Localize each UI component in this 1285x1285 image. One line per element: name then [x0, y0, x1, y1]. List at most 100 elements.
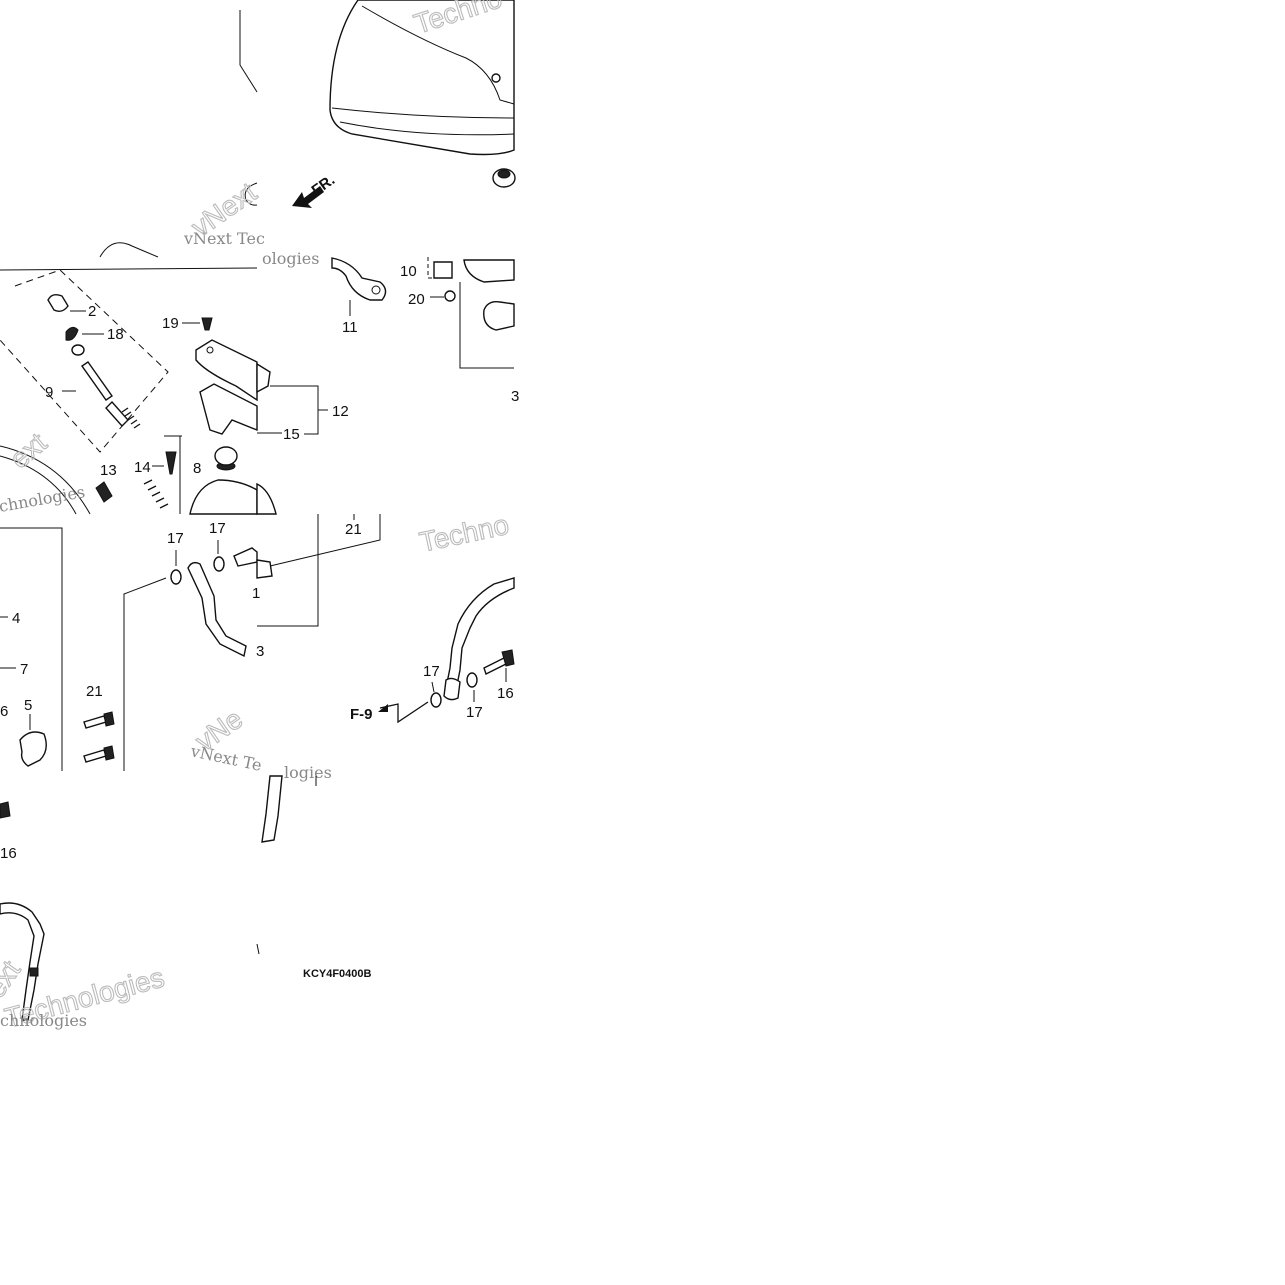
bleeder-part [95, 481, 113, 503]
callout-9: 9 [45, 384, 53, 401]
outline-line [239, 10, 258, 93]
pivot-bolt-part [165, 451, 177, 475]
switch-part [433, 261, 453, 279]
assembly-frame-line [0, 267, 258, 271]
watermark-text: Techno [417, 509, 512, 558]
spring-part [121, 407, 141, 429]
callout-13: 13 [100, 462, 117, 479]
callout-1: 1 [252, 585, 260, 602]
cowl-outline [99, 242, 159, 258]
callout-21: 21 [86, 683, 103, 700]
tile-middle-right: ologies 11 10 20 3 12 15 [256, 249, 519, 515]
cowl-edge-line [339, 121, 515, 136]
reference-arrow-icon [378, 704, 388, 712]
master-cylinder-body [189, 479, 258, 515]
brake-hose-part [445, 577, 515, 691]
tile-lower-right: logies KCY4F0400B [256, 763, 372, 980]
hose-frame-line [123, 577, 167, 771]
callout-10: 10 [400, 263, 417, 280]
bolt-part [83, 749, 107, 763]
callout-17: 17 [466, 704, 483, 721]
callout-21: 21 [345, 521, 362, 538]
front-direction-arrow-icon [292, 186, 324, 208]
outline-line [256, 943, 260, 955]
push-rod-part [81, 361, 113, 401]
callout-7: 7 [20, 661, 28, 678]
callout-8: 8 [193, 460, 201, 477]
watermark-text: ext [0, 955, 26, 1004]
leader-line [431, 681, 435, 693]
bolt-part [483, 657, 507, 675]
bolt-head [0, 801, 11, 819]
bolt-head [103, 711, 115, 727]
watermark-text: chnologies [0, 482, 86, 516]
grommet-top [497, 169, 511, 179]
reference-label: F-9 [350, 706, 373, 723]
callout-16: 16 [497, 685, 514, 702]
callout-17: 17 [423, 663, 440, 680]
tile-bottom-right: 1 3 21 Techno 17 17 16 F-9 [252, 508, 515, 724]
washer-part [170, 569, 182, 585]
lever-pivot [371, 285, 381, 295]
callout-3: 3 [511, 388, 519, 405]
washer-part [430, 692, 442, 708]
brake-hose-part [261, 775, 283, 843]
washer-part [466, 672, 478, 688]
watermark-text: ext [4, 427, 53, 475]
reservoir-cap-part [256, 362, 271, 394]
brake-hose-part [0, 902, 45, 1021]
watermark-text: logies [284, 763, 332, 782]
mirror-outline [0, 445, 91, 515]
bracket-arc [244, 182, 258, 206]
drawing-code: KCY4F0400B [303, 968, 372, 980]
tile-lower-left: 16 ext Technologies chnologies [0, 801, 168, 1034]
watermark-text: vNext Tec [183, 229, 265, 248]
banjo-part [443, 677, 461, 701]
assembly-frame-line [0, 527, 63, 771]
screw-part [201, 317, 213, 331]
bolt-head [103, 745, 115, 761]
cowl-edge-line [361, 5, 515, 105]
callout-11: 11 [342, 319, 358, 336]
callout-20: 20 [408, 291, 425, 308]
bolt-part [233, 547, 258, 567]
master-cylinder-body [256, 482, 277, 515]
cap-hole [206, 346, 214, 354]
bolt-part [83, 715, 107, 729]
piston-part [105, 400, 129, 428]
switch-frame [427, 257, 446, 279]
washer-part [71, 344, 85, 356]
tile-bottom-left: 4 7 6 5 21 17 17 vNext Te vNe [0, 520, 263, 775]
callout-18: 18 [107, 326, 124, 343]
assembly-frame-line [257, 514, 319, 627]
tile-top-left: vNext Tec vNext [99, 10, 265, 258]
tile-top-right: FR. Techno [292, 0, 516, 208]
callout-15: 15 [283, 426, 300, 443]
callout-19: 19 [162, 315, 179, 332]
callout-14: 14 [134, 459, 151, 476]
hose-joint-part [256, 559, 273, 579]
callout-5: 5 [24, 697, 32, 714]
callout-17: 17 [209, 520, 226, 537]
holder-part [463, 259, 515, 283]
assembly-frame-line [269, 514, 381, 567]
callout-6: 6 [0, 703, 8, 720]
spring-part [143, 479, 169, 509]
clamp-part [483, 300, 515, 331]
reference-arrow-line [379, 701, 429, 724]
cowl-edge-line [331, 107, 515, 119]
front-cowl-part [329, 0, 515, 156]
circlip-part [65, 326, 79, 341]
mirror-outline [0, 455, 77, 515]
piston-kit-frame [0, 269, 169, 453]
hose-clip [29, 967, 39, 977]
assembly-frame-line [459, 282, 514, 369]
cowl-fastener [491, 73, 501, 83]
watermark-text: ologies [262, 249, 319, 268]
watermark-text: chnologies [0, 1011, 87, 1030]
callout-2: 2 [88, 303, 96, 320]
diaphragm-part [199, 383, 258, 435]
bolt-head [501, 649, 515, 667]
brake-hose-part [187, 561, 247, 658]
